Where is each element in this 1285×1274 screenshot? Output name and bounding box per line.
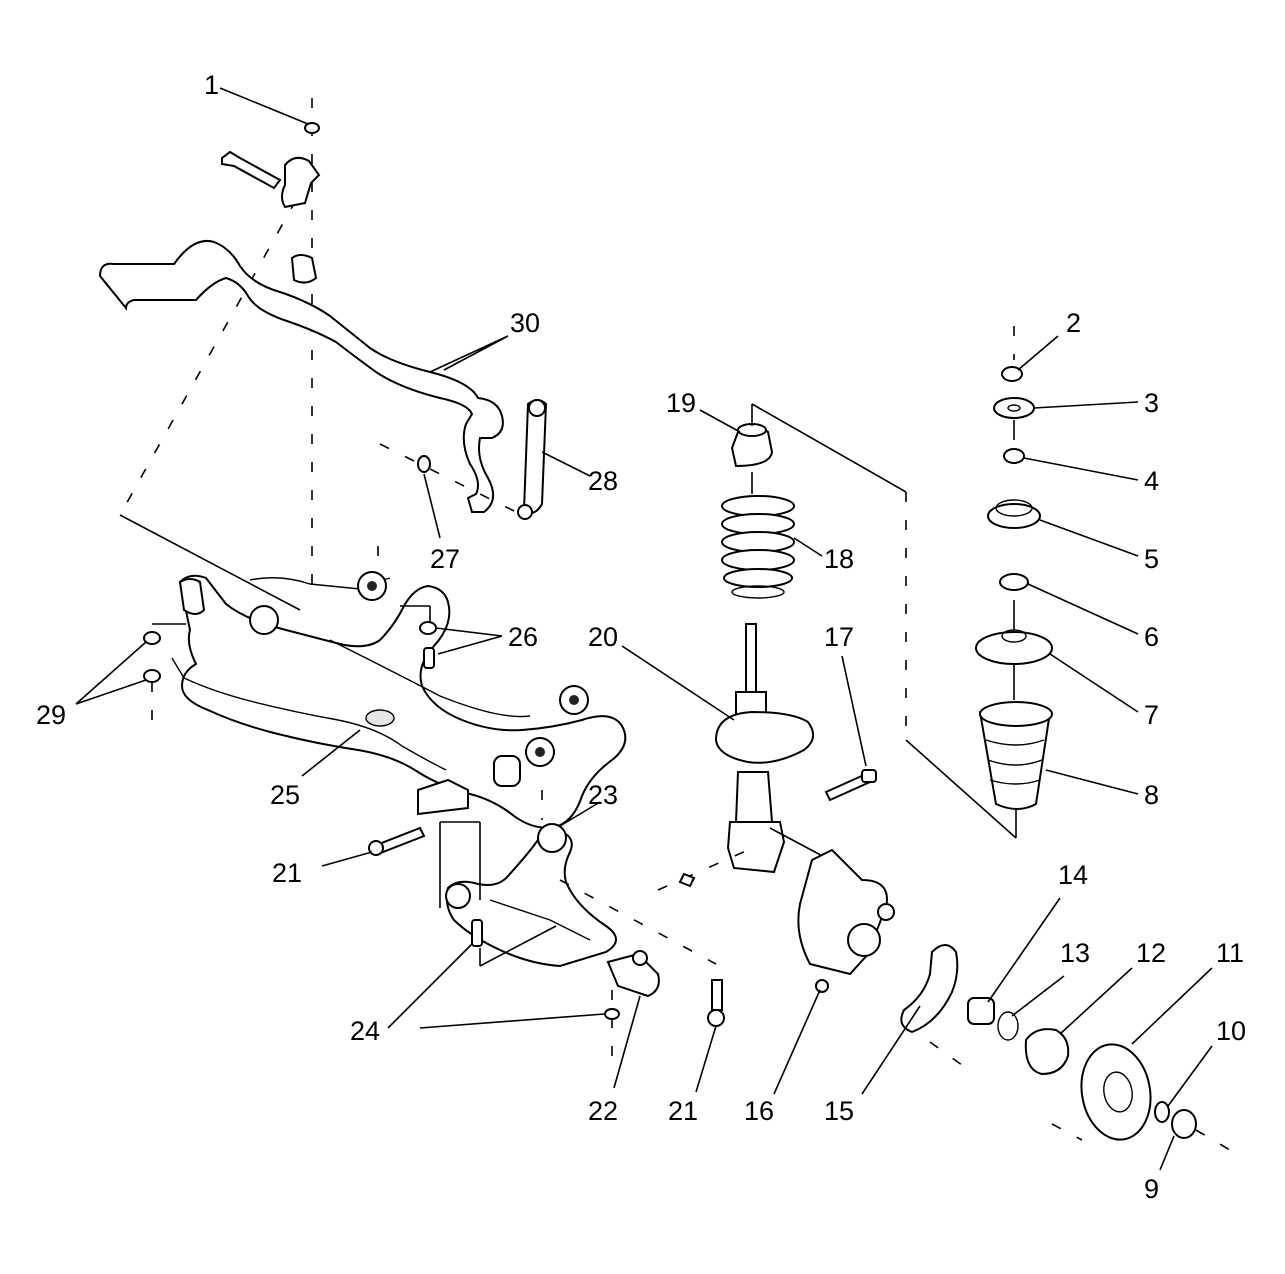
steering-knuckle: [797, 848, 888, 976]
callout-20: 20: [588, 622, 618, 652]
strut-rod: [745, 623, 757, 695]
callout-3: 3: [1144, 388, 1159, 418]
stabilizer-bushing: [290, 254, 318, 284]
frame-group: [171, 546, 627, 829]
callout-6: 6: [1144, 622, 1159, 652]
callout-2: 2: [1066, 308, 1081, 338]
nut-27: [417, 455, 431, 473]
callout-labels: 1 2 3 4 5 6 7 8 9 10 11 12 13 14 15 16 1…: [36, 70, 1246, 1204]
stabilizer-link: [522, 399, 548, 514]
callout-19: 19: [666, 388, 696, 418]
splash-shield: [900, 944, 959, 1034]
nut-2: [1001, 366, 1023, 382]
callout-17: 17: [824, 622, 854, 652]
bolt-17-group: [824, 655, 877, 802]
bolt-24-group: [387, 919, 620, 1062]
callout-22: 22: [588, 1096, 618, 1126]
callout-12: 12: [1136, 938, 1166, 968]
hub-rotor-group: [861, 897, 1231, 1171]
callout-27: 27: [430, 544, 460, 574]
callout-25: 25: [270, 780, 300, 810]
callout-29: 29: [36, 700, 66, 730]
stabilizer-bar-group: [98, 98, 509, 611]
callout-9: 9: [1144, 1174, 1159, 1204]
seat-7: [975, 631, 1053, 665]
steering-knuckle-group: [773, 848, 895, 1095]
snap-ring: [997, 1011, 1019, 1041]
brake-rotor: [1080, 1043, 1152, 1141]
crossmember: [178, 574, 627, 829]
callout-16: 16: [744, 1096, 774, 1126]
washer-3: [993, 397, 1035, 419]
callout-30: 30: [510, 308, 540, 338]
callout-13: 13: [1060, 938, 1090, 968]
hub-nut-9: [1171, 1109, 1197, 1139]
washer-29-group: [75, 623, 186, 720]
callout-10: 10: [1216, 1016, 1246, 1046]
coil-spring: [721, 495, 795, 599]
strut-group: [621, 403, 1017, 891]
callout-28: 28: [588, 466, 618, 496]
callout-5: 5: [1144, 544, 1159, 574]
callout-18: 18: [824, 544, 854, 574]
ball-joint-group: [606, 950, 660, 1089]
callout-26: 26: [508, 622, 538, 652]
spacer-6: [999, 573, 1029, 591]
frame-bushing-rear: [493, 755, 521, 787]
wheel-bearing: [967, 997, 995, 1025]
washer-10: [1154, 1101, 1170, 1123]
stabilizer-link-group: [379, 399, 591, 539]
callout-23: 23: [588, 780, 618, 810]
bolt-21-group: [321, 826, 725, 1093]
callout-21-right: 21: [668, 1096, 698, 1126]
stabilizer-bracket: [281, 156, 321, 209]
strut-body: [734, 771, 774, 823]
control-arm-group: [439, 790, 717, 968]
callout-14: 14: [1058, 860, 1088, 890]
callout-15: 15: [824, 1096, 854, 1126]
ball-joint: [606, 952, 660, 998]
bolt-26-group: [400, 605, 503, 669]
callout-21-left: 21: [272, 858, 302, 888]
callout-1: 1: [204, 70, 219, 100]
nut-1: [304, 122, 320, 134]
wheel-hub: [1024, 1028, 1070, 1076]
top-mount-stack: [975, 326, 1139, 838]
callout-4: 4: [1144, 466, 1159, 496]
bushing-4: [1003, 448, 1025, 464]
stabilizer-bar: [98, 240, 504, 513]
callout-11: 11: [1216, 938, 1244, 968]
spring-seat: [714, 710, 815, 764]
bracket-bolt: [221, 150, 282, 190]
callout-24: 24: [350, 1016, 380, 1046]
callout-8: 8: [1144, 780, 1159, 810]
callout-7: 7: [1144, 700, 1159, 730]
